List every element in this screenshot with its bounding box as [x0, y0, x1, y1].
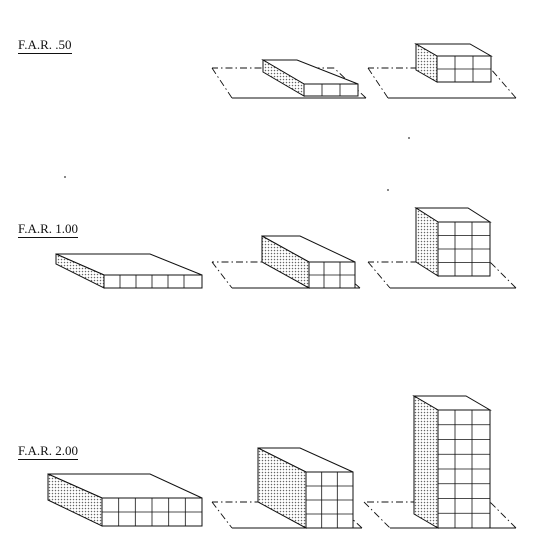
far-100-two-story-building	[211, 235, 361, 289]
speck-mark	[408, 137, 410, 139]
far-100-full-coverage-building	[55, 253, 203, 289]
lot-line-side	[489, 261, 517, 289]
lot-line-side	[489, 67, 517, 99]
far-label-050: F.A.R. .50	[18, 37, 72, 54]
lot-line-side	[367, 67, 389, 99]
lot-line-side	[367, 261, 391, 289]
building-shaded-side	[413, 395, 439, 529]
far-200-eight-story-building	[363, 395, 517, 529]
far-050-two-story-building	[367, 43, 517, 99]
speck-mark	[64, 176, 66, 178]
far-200-four-story-building	[211, 447, 363, 529]
far-label-200: F.A.R. 2.00	[18, 443, 78, 460]
lot-line-side	[489, 501, 517, 529]
far-100-four-story-building	[367, 207, 517, 289]
far-200-full-coverage-building	[47, 473, 203, 527]
lot-line-side	[211, 501, 233, 529]
lot-line-side	[363, 501, 391, 529]
building-facade	[103, 274, 203, 289]
far-050-one-story-building	[211, 59, 367, 99]
lot-line-side	[211, 261, 233, 289]
lot-line-side	[211, 67, 233, 99]
speck-mark	[387, 189, 389, 191]
building-facade	[303, 83, 359, 97]
far-label-100: F.A.R. 1.00	[18, 221, 78, 238]
